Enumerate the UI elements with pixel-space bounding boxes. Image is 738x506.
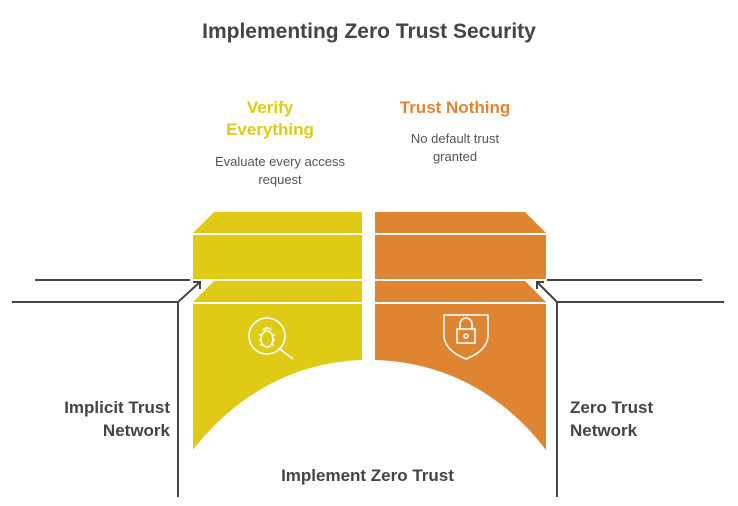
trust-nothing-description: No default trust granted — [410, 131, 500, 164]
zero-trust-network-label: Zero Trust Network — [570, 398, 654, 440]
implicit-trust-network-label: Implicit Trust Network — [64, 398, 170, 440]
trust-nothing-heading: Trust Nothing — [399, 98, 511, 117]
shield-lock-icon — [443, 314, 489, 360]
diagram-title: Implementing Zero Trust Security — [202, 20, 536, 43]
implement-zero-trust-label: Implement Zero Trust — [281, 466, 454, 485]
bug-search-icon — [248, 317, 294, 360]
verify-everything-heading: Verify Everything — [226, 98, 314, 139]
verify-everything-description: Evaluate every access request — [214, 154, 346, 187]
network-lines — [12, 279, 724, 497]
right-block — [375, 212, 546, 450]
left-block — [193, 212, 362, 450]
